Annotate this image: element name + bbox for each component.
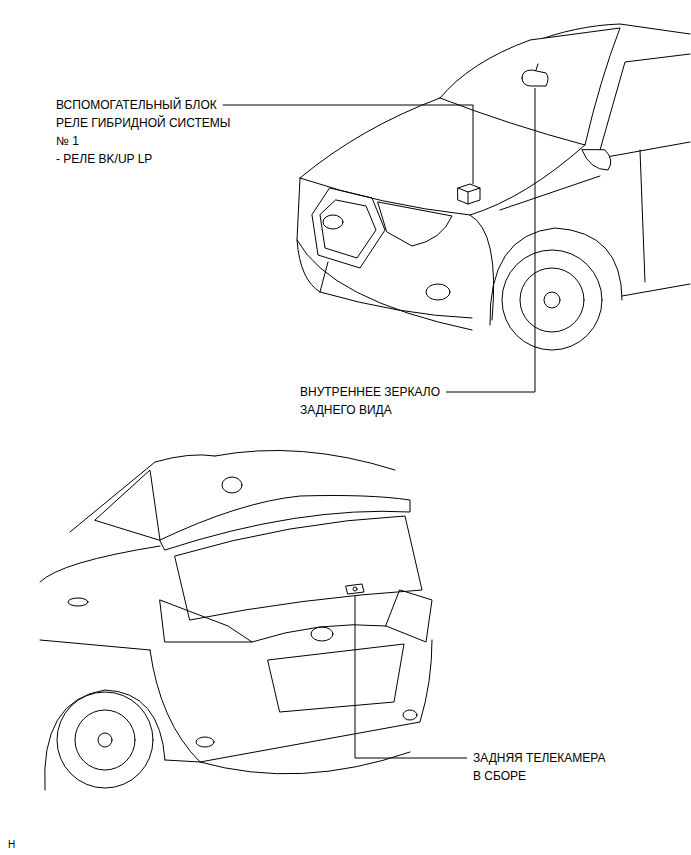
hybrid-relay-block (458, 184, 480, 204)
leader-line (223, 105, 473, 184)
rear-camera (346, 584, 364, 594)
leader-line (446, 88, 535, 392)
leader-line (355, 596, 467, 758)
relay-name: - РЕЛЕ BK/UP LP (56, 150, 152, 168)
front-vehicle (297, 24, 690, 350)
part-label: ВНУТРЕННЕЕ ЗЕРКАЛО ЗАДНЕГО ВИДА (300, 383, 443, 419)
figure-code: H (8, 836, 15, 854)
part-label: ЗАДНЯЯ ТЕЛЕКАМЕРА В СБОРЕ (473, 749, 608, 785)
part-label: ВСПОМОГАТЕЛЬНЫЙ БЛОК РЕЛЕ ГИБРИДНОЙ СИСТ… (56, 96, 233, 150)
inner-rear-view-mirror (522, 64, 548, 86)
rear-vehicle (40, 450, 432, 790)
